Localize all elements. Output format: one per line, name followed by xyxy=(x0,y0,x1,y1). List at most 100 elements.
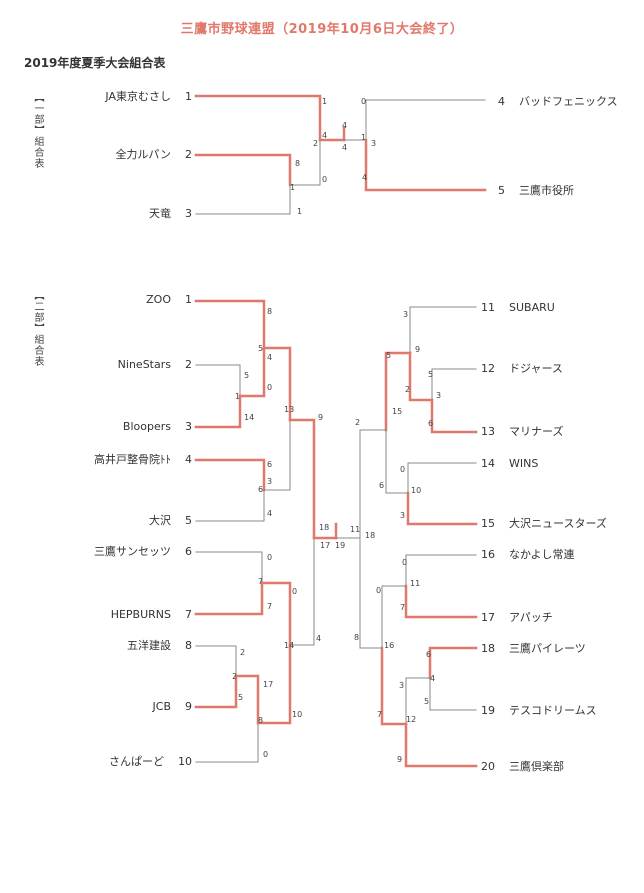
d2-line xyxy=(385,429,409,494)
d2-score: 3 xyxy=(399,681,404,690)
d2-score: 8 xyxy=(354,633,359,642)
d1-score: 2 xyxy=(313,139,318,148)
d1-line xyxy=(195,184,291,215)
d1-score: 1 xyxy=(361,133,366,142)
d2-score: 9 xyxy=(415,345,420,354)
d2-score: 5 xyxy=(424,697,429,706)
d2-score: 3 xyxy=(403,310,408,319)
d2-line xyxy=(431,368,477,401)
d2-line xyxy=(359,429,387,539)
d2-score: 10 xyxy=(292,710,302,719)
d2-line xyxy=(194,299,266,350)
d2-line xyxy=(404,722,478,768)
d2-line xyxy=(359,537,383,649)
d2-score: 13 xyxy=(284,405,294,414)
d2-line xyxy=(404,584,478,619)
division1-label: 【一部】組合表 xyxy=(32,92,43,169)
d2-score: 4 xyxy=(267,353,272,362)
d2-line xyxy=(405,677,431,725)
d2-score: 17 xyxy=(263,680,273,689)
d2-line xyxy=(288,418,316,540)
d2-score: 14 xyxy=(284,641,294,650)
d2-line xyxy=(409,306,477,354)
d2-score: 0 xyxy=(400,465,405,474)
d2-score: 2 xyxy=(405,385,410,394)
d2-score: 0 xyxy=(267,383,272,392)
d2-line xyxy=(195,489,265,522)
d2-line xyxy=(289,537,315,646)
d1-score: 4 xyxy=(362,173,367,182)
d1-score: 0 xyxy=(361,97,366,106)
d2-line xyxy=(195,364,241,397)
d2-line xyxy=(408,351,434,402)
d2-score: 16 xyxy=(384,641,394,650)
d2-score: 4 xyxy=(316,634,321,643)
d2-score: 3 xyxy=(267,477,272,486)
d2-line xyxy=(406,491,478,526)
d1-score: 8 xyxy=(295,159,300,168)
d2-line xyxy=(256,643,292,725)
d2-score: 9 xyxy=(318,413,323,422)
d2-score: 8 xyxy=(258,716,263,725)
d2-score: 14 xyxy=(244,413,254,422)
d2-score: 11 xyxy=(410,579,420,588)
d1-line xyxy=(364,138,487,192)
d2-score: 7 xyxy=(267,602,272,611)
d2-score: 0 xyxy=(376,586,381,595)
d2-score: 7 xyxy=(258,577,263,586)
d2-score: 4 xyxy=(430,674,435,683)
d2-score: 1 xyxy=(235,392,240,401)
d2-line xyxy=(381,585,407,649)
d1-score: 4 xyxy=(342,121,347,130)
score-labels: 1428011041344854051141396634171819111807… xyxy=(232,97,441,764)
d2-score: 0 xyxy=(402,558,407,567)
d2-score: 6 xyxy=(267,460,272,469)
d2-line xyxy=(238,346,266,398)
d2-score: 12 xyxy=(406,715,416,724)
d2-line xyxy=(194,458,266,492)
d2-line xyxy=(234,674,260,725)
d2-score: 5 xyxy=(244,371,249,380)
d2-score: 18 xyxy=(319,523,329,532)
d2-line xyxy=(195,645,237,677)
d2-score: 7 xyxy=(377,710,382,719)
d1-score: 1 xyxy=(297,207,302,216)
d2-score: 18 xyxy=(365,531,375,540)
d2-score: 11 xyxy=(350,525,360,534)
page-title: 三鷹市野球連盟（2019年10月6日大会終了） xyxy=(180,22,464,37)
d2-score: 4 xyxy=(267,509,272,518)
d1-score: 0 xyxy=(322,175,327,184)
d2-line xyxy=(428,646,478,680)
d2-score: 3 xyxy=(400,511,405,520)
d2-score: 5 xyxy=(258,344,263,353)
d1-line xyxy=(194,153,292,187)
d1-score: 3 xyxy=(371,139,376,148)
d2-score: 6 xyxy=(258,485,263,494)
d2-line xyxy=(380,646,408,726)
d2-score: 7 xyxy=(400,603,405,612)
d2-score: 5 xyxy=(238,693,243,702)
d2-score: 0 xyxy=(292,587,297,596)
d1-score: 4 xyxy=(322,131,327,140)
d2-line xyxy=(407,462,477,494)
d2-score: 15 xyxy=(392,407,402,416)
